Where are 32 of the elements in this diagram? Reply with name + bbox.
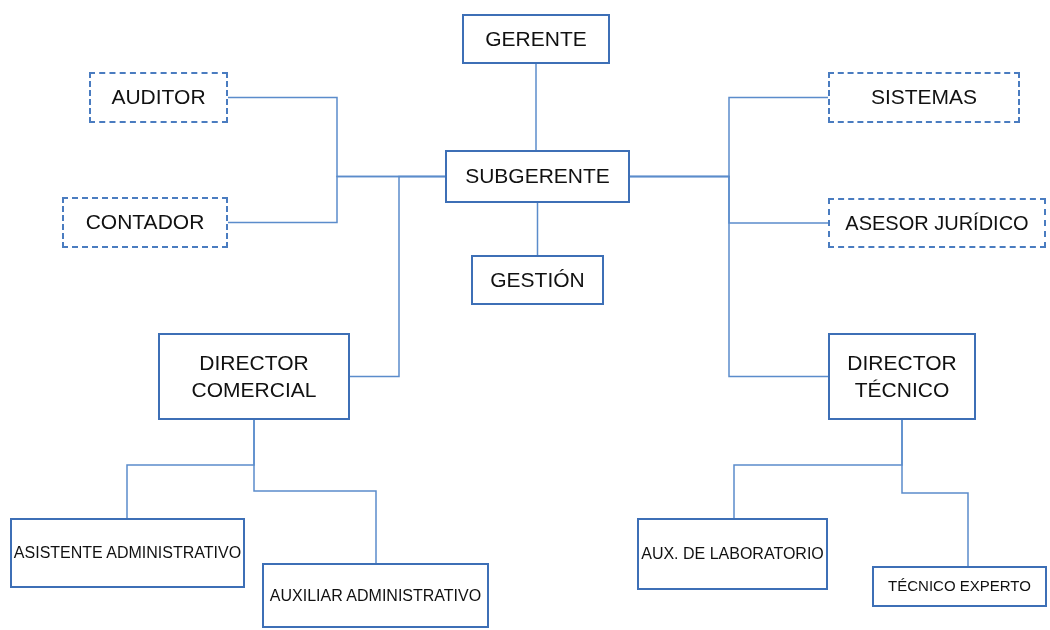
dashed-box: [828, 72, 1020, 123]
connector-line: [629, 175, 829, 378]
org-box: [262, 563, 489, 628]
box-label: AUXILIAR ADMINISTRATIVO: [269, 585, 482, 606]
box-label: CONTADOR: [85, 209, 205, 236]
box-label: SISTEMAS: [870, 84, 978, 111]
box-label: DIRECTOR COMERCIAL: [190, 350, 318, 403]
box-label: DIRECTOR TÉCNICO: [846, 350, 958, 403]
org-box: [445, 150, 630, 203]
org-box: [471, 255, 604, 305]
box-label: TÉCNICO EXPERTO: [888, 577, 1031, 596]
connector-line: [349, 175, 446, 378]
org-box: [637, 518, 828, 590]
dashed-box: [62, 197, 228, 248]
box-label: AUX. DE LABORATORIO: [641, 544, 824, 564]
box-label: AUDITOR: [111, 84, 206, 111]
org-box: [158, 333, 350, 420]
dashed-box: [89, 72, 228, 123]
org-box: [10, 518, 245, 588]
org-box: [462, 14, 610, 64]
connector-line: [253, 419, 377, 564]
box-label: GESTIÓN: [490, 266, 585, 293]
box-label: ASISTENTE ADMINISTRATIVO: [13, 543, 242, 563]
box-label: SUBGERENTE: [465, 163, 610, 190]
box-label: GERENTE: [485, 25, 587, 52]
connector-line: [536, 202, 539, 256]
connector-line: [535, 63, 537, 151]
box-label: ASESOR JURÍDICO: [845, 210, 1029, 236]
org-box: [828, 333, 976, 420]
org-box: [872, 566, 1047, 607]
connector-line: [901, 419, 969, 567]
dashed-box: [828, 198, 1046, 248]
